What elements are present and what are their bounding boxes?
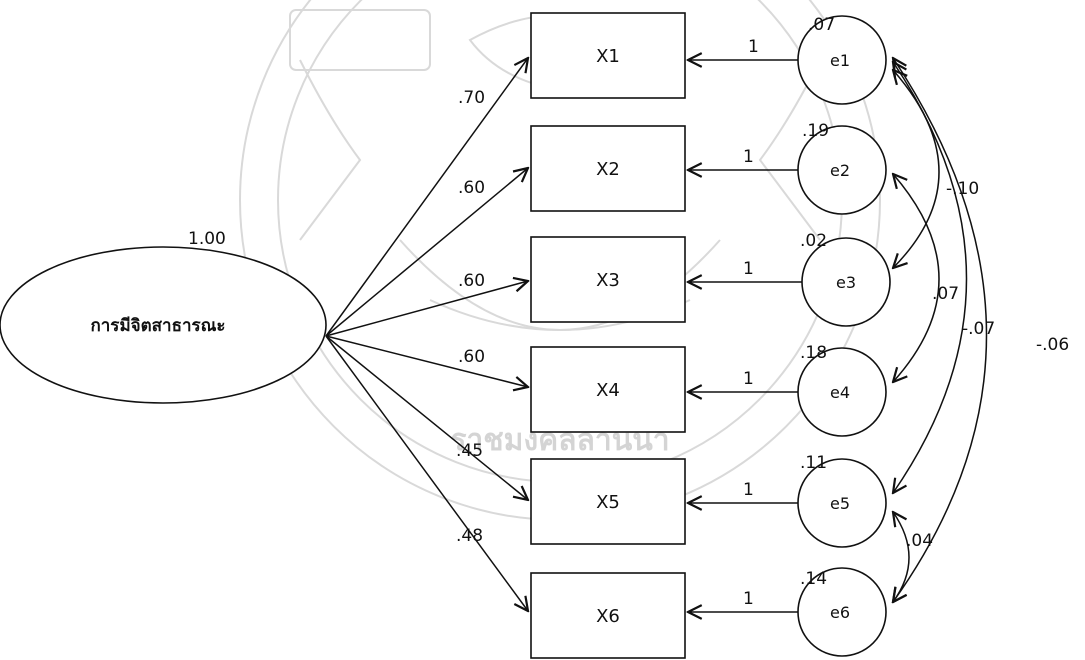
loading-label-x1: .70 bbox=[458, 88, 485, 108]
observed-label-x4: X4 bbox=[596, 380, 620, 401]
error-variance-e1: .07 bbox=[808, 15, 835, 35]
error-e6: e6 bbox=[797, 567, 887, 657]
covariance-e5-e6 bbox=[893, 512, 910, 602]
covariance-e1-e3 bbox=[893, 70, 940, 268]
loading-label-x2: .60 bbox=[458, 178, 485, 198]
error-label-e5: e5 bbox=[830, 494, 850, 513]
observed-x1: X1 bbox=[530, 12, 686, 99]
error-label-e6: e6 bbox=[830, 603, 850, 622]
error-label-e1: e1 bbox=[830, 51, 850, 70]
covariance-e2-e4 bbox=[893, 174, 940, 382]
covariance-label-e1-e3: -.10 bbox=[946, 179, 979, 199]
observed-label-x5: X5 bbox=[596, 492, 620, 513]
error-variance-e3: .02 bbox=[800, 231, 827, 251]
fixed-path-label-e6: 1 bbox=[743, 589, 754, 609]
loading-path-x4 bbox=[325, 335, 528, 387]
covariance-label-e1-e6: -.06 bbox=[1036, 335, 1069, 355]
covariance-e1-e5 bbox=[893, 62, 968, 493]
observed-label-x6: X6 bbox=[596, 606, 620, 627]
observed-label-x2: X2 bbox=[596, 159, 620, 180]
error-variance-e6: .14 bbox=[800, 569, 827, 589]
covariance-e1-e6 bbox=[893, 58, 988, 602]
loading-label-x6: .48 bbox=[456, 526, 483, 546]
observed-x3: X3 bbox=[530, 236, 686, 323]
loading-label-x4: .60 bbox=[458, 347, 485, 367]
error-e3: e3 bbox=[801, 237, 891, 327]
covariance-label-e1-e5: -.07 bbox=[962, 319, 995, 339]
latent-ellipse bbox=[0, 246, 327, 404]
observed-x5: X5 bbox=[530, 458, 686, 545]
error-label-e3: e3 bbox=[836, 273, 856, 292]
loading-path-x5 bbox=[325, 335, 528, 500]
observed-label-x3: X3 bbox=[596, 270, 620, 291]
fixed-path-label-e3: 1 bbox=[743, 259, 754, 279]
error-label-e4: e4 bbox=[830, 383, 850, 402]
error-variance-e4: .18 bbox=[800, 343, 827, 363]
loading-path-x3 bbox=[325, 281, 528, 337]
fixed-path-label-e2: 1 bbox=[743, 147, 754, 167]
loading-label-x3: .60 bbox=[458, 271, 485, 291]
latent-variance: 1.00 bbox=[188, 229, 226, 249]
observed-x4: X4 bbox=[530, 346, 686, 433]
fixed-path-label-e1: 1 bbox=[748, 37, 759, 57]
loading-label-x5: .45 bbox=[456, 441, 483, 461]
loading-path-x1 bbox=[325, 58, 528, 337]
observed-label-x1: X1 bbox=[596, 46, 620, 67]
error-label-e2: e2 bbox=[830, 161, 850, 180]
loading-path-x2 bbox=[325, 168, 528, 337]
error-e4: e4 bbox=[797, 347, 887, 437]
observed-x2: X2 bbox=[530, 125, 686, 212]
covariance-label-e2-e4: .07 bbox=[932, 284, 959, 304]
covariance-label-e5-e6: .04 bbox=[906, 531, 933, 551]
observed-x6: X6 bbox=[530, 572, 686, 659]
fixed-path-label-e5: 1 bbox=[743, 480, 754, 500]
latent-label: การมีจิตสาธารณะ bbox=[90, 315, 225, 336]
error-variance-e2: .19 bbox=[802, 121, 829, 141]
fixed-path-label-e4: 1 bbox=[743, 369, 754, 389]
error-variance-e5: .11 bbox=[800, 453, 827, 473]
loading-path-x6 bbox=[325, 335, 528, 611]
